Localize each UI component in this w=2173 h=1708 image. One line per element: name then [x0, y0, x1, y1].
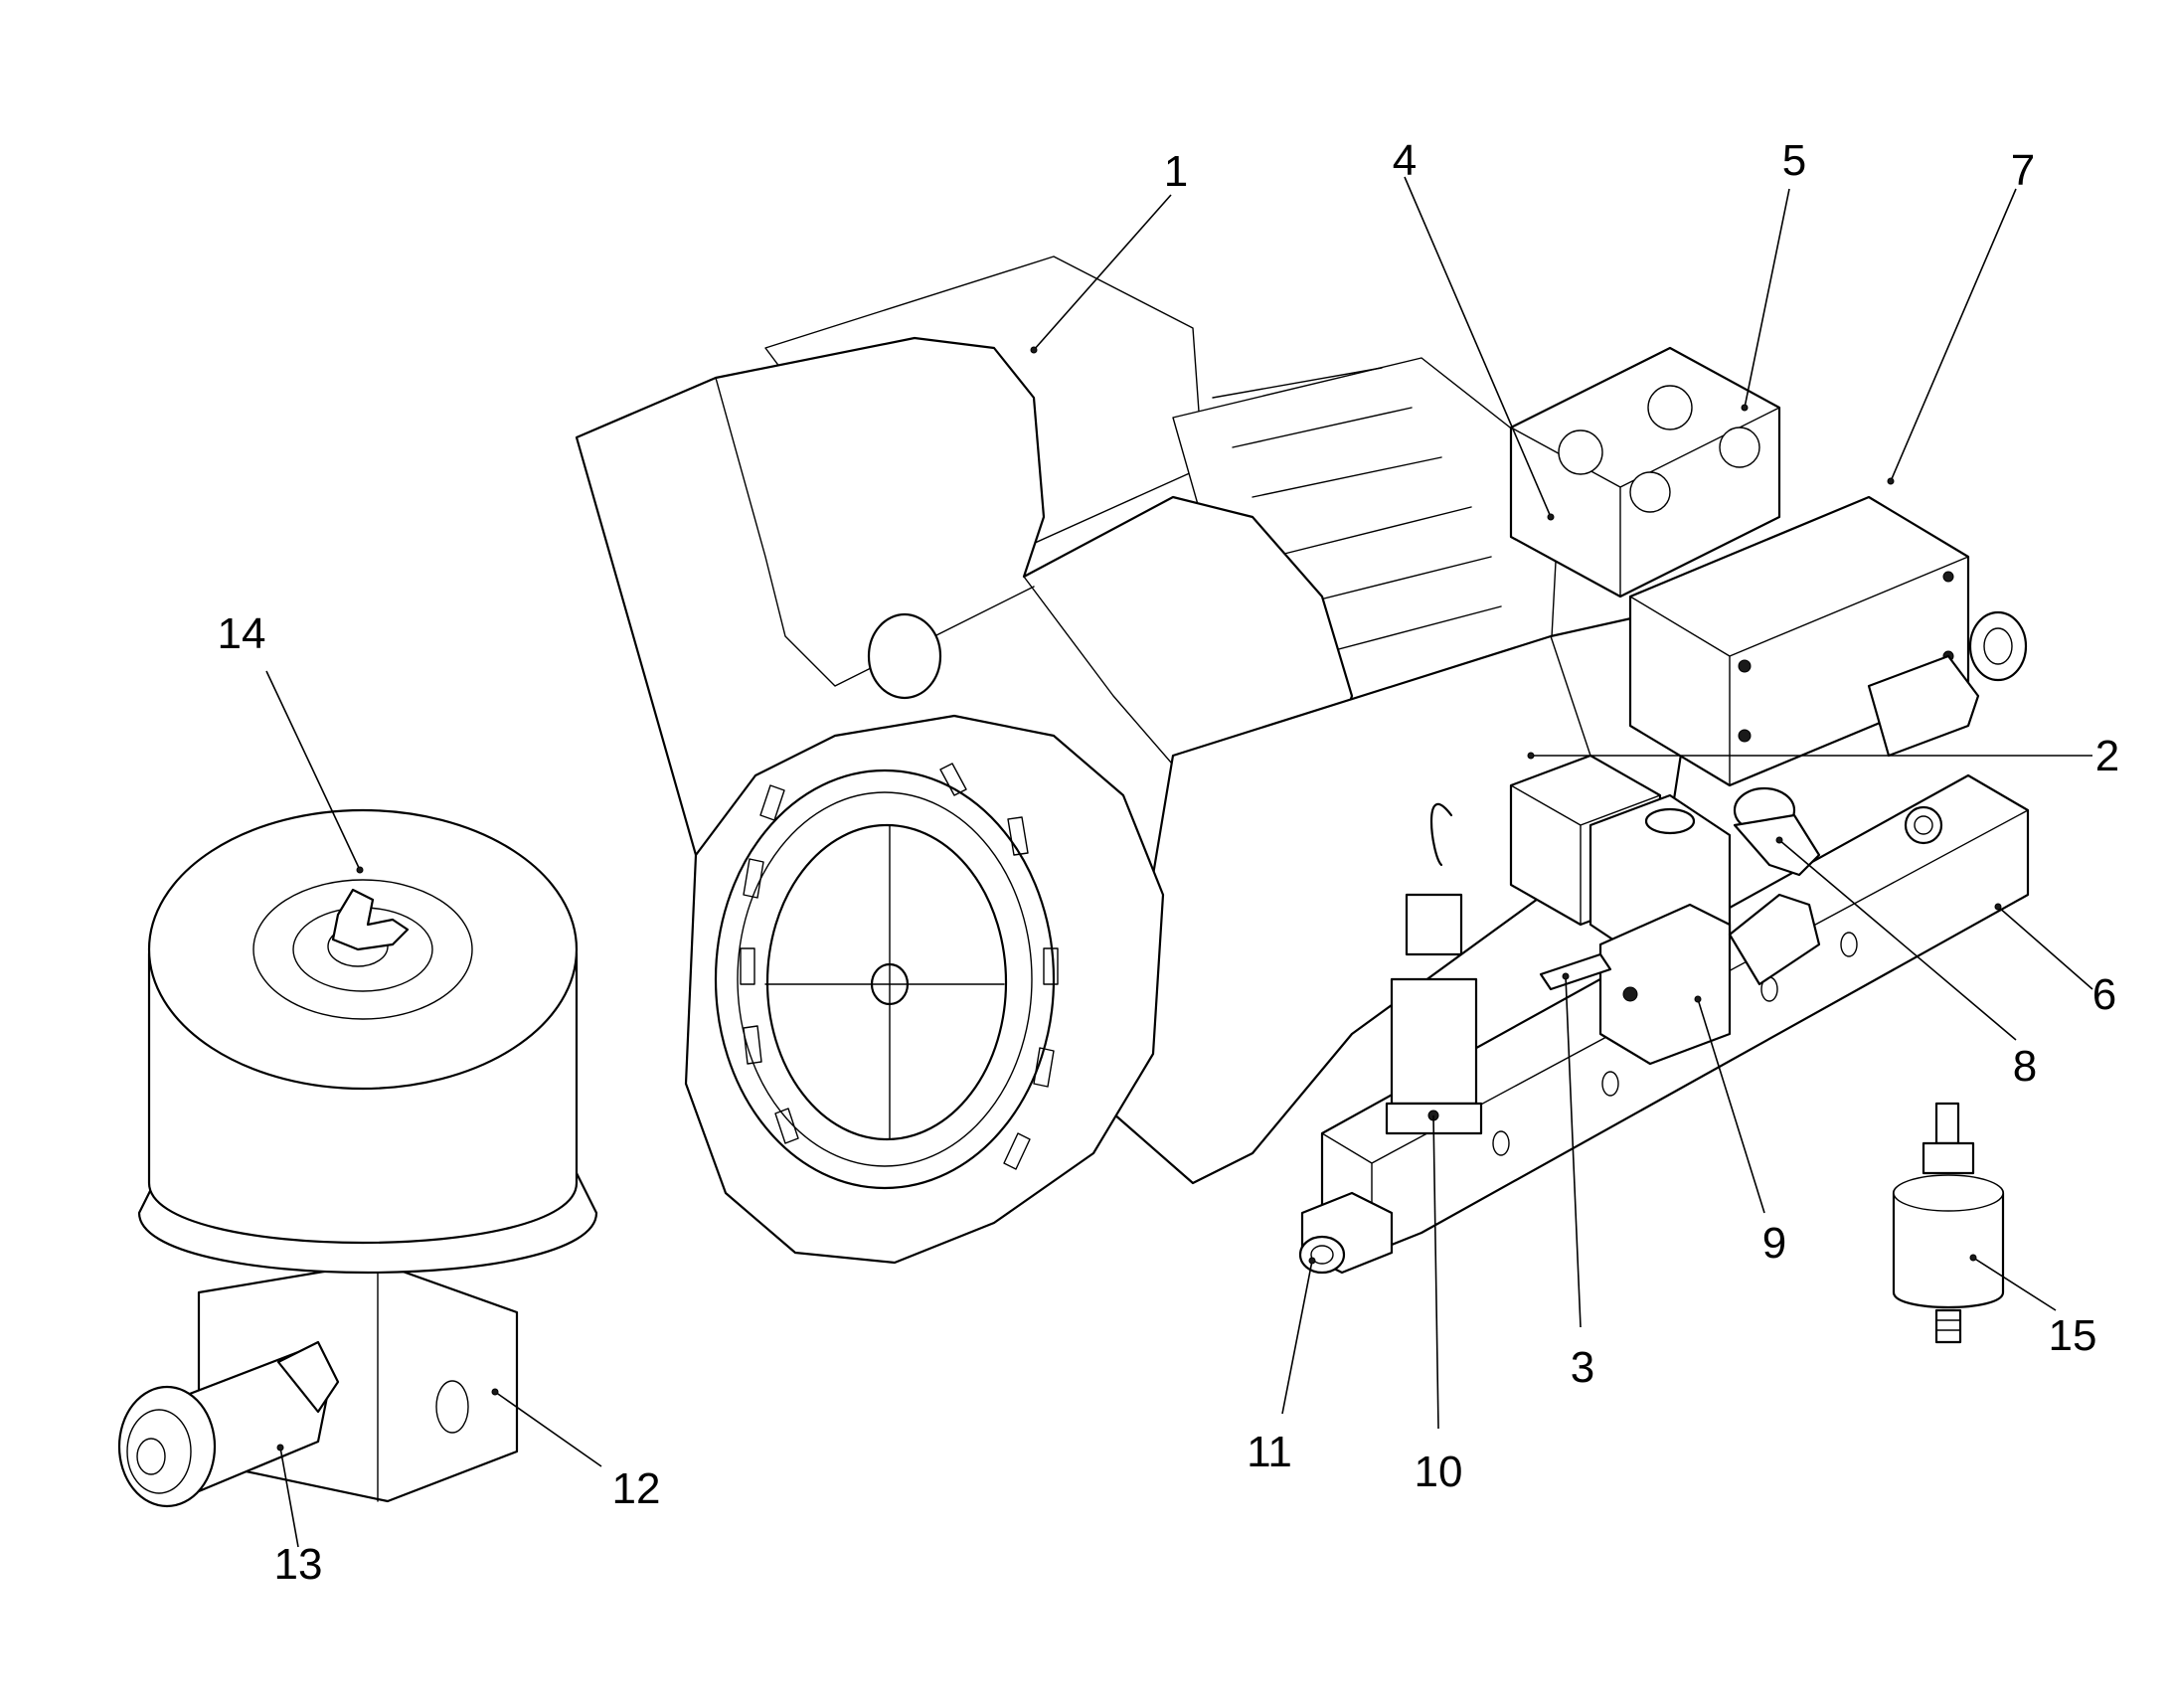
callout-7: 7	[2011, 146, 2035, 195]
callout-4: 4	[1393, 136, 1417, 185]
callout-leaders	[265, 176, 2093, 1548]
compressor-assembly	[575, 256, 2030, 1275]
vibration-damper	[1892, 1102, 2005, 1344]
callout-6: 6	[2092, 970, 2116, 1019]
solenoid-valve	[1509, 754, 1732, 1066]
silencer	[117, 1340, 340, 1508]
callout-5: 5	[1782, 136, 1806, 185]
callout-9: 9	[1762, 1219, 1786, 1268]
air-filter-assembly	[117, 808, 598, 1508]
name-plate	[1539, 952, 1612, 991]
callout-11: 11	[1247, 1428, 1292, 1476]
callout-14: 14	[218, 609, 266, 658]
outlet-fitting	[1867, 610, 2028, 758]
callout-15: 15	[2049, 1311, 2097, 1360]
callout-2: 2	[2095, 732, 2119, 780]
callout-1: 1	[1164, 147, 1188, 196]
callout-3: 3	[1571, 1343, 1594, 1392]
callout-10: 10	[1415, 1448, 1463, 1496]
motor-end-cover	[684, 714, 1165, 1265]
pressure-sensor	[1385, 803, 1483, 1135]
callout-13: 13	[274, 1540, 323, 1589]
elbow-fitting	[1728, 786, 1821, 986]
callout-12: 12	[612, 1464, 661, 1513]
callout-8: 8	[2013, 1042, 2037, 1091]
callout-labels: 1 2 3 4 5 6 7 8 9 10 11 12 13 14 15	[218, 136, 2120, 1589]
wing-nut	[331, 888, 410, 951]
